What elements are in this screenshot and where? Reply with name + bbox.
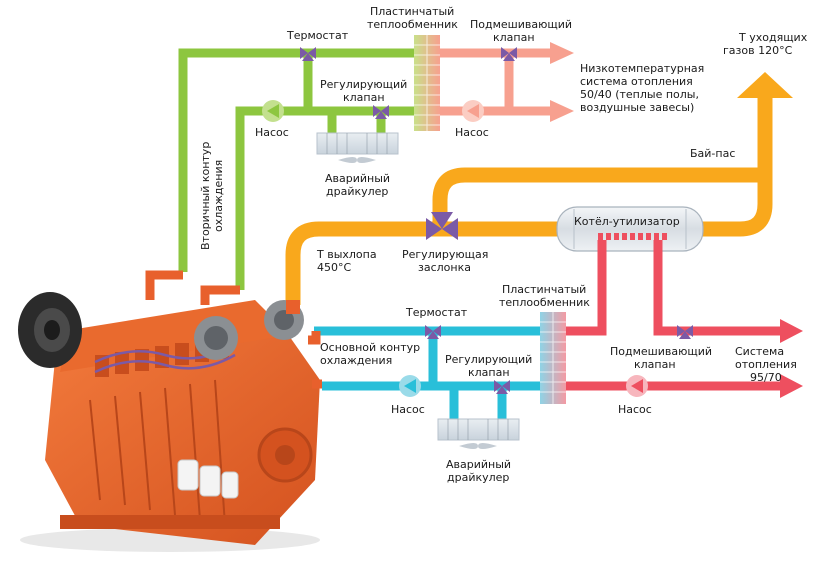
heating-mixing-valve-label-2: клапан: [634, 358, 676, 371]
secondary-control-valve-label-2: клапан: [343, 91, 385, 104]
low-temp-pump-label: Насос: [455, 126, 489, 139]
heating-pump-label: Насос: [618, 403, 652, 416]
heating-loop-pipes: [566, 240, 780, 391]
secondary-drycooler-label-1: Аварийный: [325, 172, 390, 185]
secondary-loop-label-2: охлаждения: [212, 160, 225, 232]
secondary-labels: Термостат Пластинчатый теплообменник Под…: [199, 5, 704, 250]
secondary-loop-label-1: Вторичный контур: [199, 142, 212, 250]
outgoing-gas-label-1: Т уходящих: [738, 31, 808, 44]
primary-control-valve-label-1: Регулирующий: [445, 353, 532, 366]
low-temp-heating-label-3: 50/40 (теплые полы,: [580, 88, 699, 101]
primary-drycooler-label-1: Аварийный: [446, 458, 511, 471]
secondary-control-valve-label-1: Регулирующий: [320, 78, 407, 91]
fan-icon: [338, 157, 376, 163]
secondary-hx-label-1: Пластинчатый: [370, 5, 454, 18]
heating-mixing-valve: [677, 325, 693, 339]
boiler-label: Котёл-утилизатор: [574, 215, 680, 228]
exhaust-temp-label-1: Т выхлопа: [316, 248, 377, 261]
low-temp-mixing-valve: [501, 47, 517, 61]
secondary-thermostat-valve: [300, 47, 316, 61]
secondary-loop-pipes: [178, 48, 414, 290]
exhaust-temp-label-2: 450°C: [317, 261, 351, 274]
primary-hx-label-2: теплообменник: [499, 296, 590, 309]
bypass-label: Бай-пас: [690, 147, 735, 160]
low-temp-heating-label-2: система отопления: [580, 75, 693, 88]
low-temp-mixing-valve-label-1: Подмешивающий: [470, 18, 572, 31]
fan-icon: [459, 443, 497, 449]
primary-control-valve-label-2: клапан: [468, 366, 510, 379]
primary-drycooler-label-2: драйкулер: [447, 471, 509, 484]
heating-label-2: отопления: [735, 358, 797, 371]
secondary-drycooler-label-2: драйкулер: [326, 185, 388, 198]
primary-drycooler: [437, 418, 520, 449]
exhaust-damper-valve: [426, 212, 458, 240]
low-temp-heating-label-4: воздушные завесы): [580, 101, 694, 114]
primary-labels: Пластинчатый теплообменник Термостат Осн…: [320, 283, 797, 484]
exhaust-labels: Т уходящих газов 120°C Бай-пас Котёл-ути…: [316, 31, 808, 274]
low-temp-arrows: [550, 42, 574, 122]
primary-pump-icon: [399, 375, 421, 397]
primary-hx-label-1: Пластинчатый: [502, 283, 586, 296]
low-temp-mixing-valve-label-2: клапан: [493, 31, 535, 44]
heating-arrows: [780, 319, 803, 398]
primary-thermostat-valve: [425, 325, 441, 339]
waste-heat-boiler: [556, 206, 704, 252]
secondary-thermostat-label: Термостат: [286, 29, 349, 42]
heating-mixing-valve-label-1: Подмешивающий: [610, 345, 712, 358]
secondary-pump-icon: [262, 100, 284, 122]
primary-loop-label-2: охлаждения: [320, 354, 392, 367]
primary-control-valve: [494, 380, 510, 394]
heating-label-1: Система: [735, 345, 784, 358]
damper-label-2: заслонка: [418, 261, 471, 274]
low-temp-pump-icon: [462, 100, 484, 122]
primary-pump-label: Насос: [391, 403, 425, 416]
gas-engine-illustration: [18, 270, 322, 552]
primary-heat-exchanger: [540, 312, 566, 404]
primary-thermostat-label: Термостат: [405, 306, 468, 319]
low-temp-loop-pipes: [440, 48, 550, 116]
secondary-control-valve: [373, 105, 389, 119]
heating-pump-icon: [626, 375, 648, 397]
exhaust-pipes: [285, 98, 773, 305]
damper-label-1: Регулирующая: [402, 248, 488, 261]
secondary-heat-exchanger: [414, 35, 440, 131]
exhaust-outlet-arrow: [737, 72, 793, 98]
secondary-drycooler: [316, 132, 399, 163]
heating-label-3: 95/70: [750, 371, 782, 384]
outgoing-gas-label-2: газов 120°C: [723, 44, 793, 57]
secondary-pump-label: Насос: [255, 126, 289, 139]
low-temp-heating-label-1: Низкотемпературная: [580, 62, 704, 75]
primary-loop-label-1: Основной контур: [320, 341, 420, 354]
secondary-hx-label-2: теплообменник: [367, 18, 458, 31]
